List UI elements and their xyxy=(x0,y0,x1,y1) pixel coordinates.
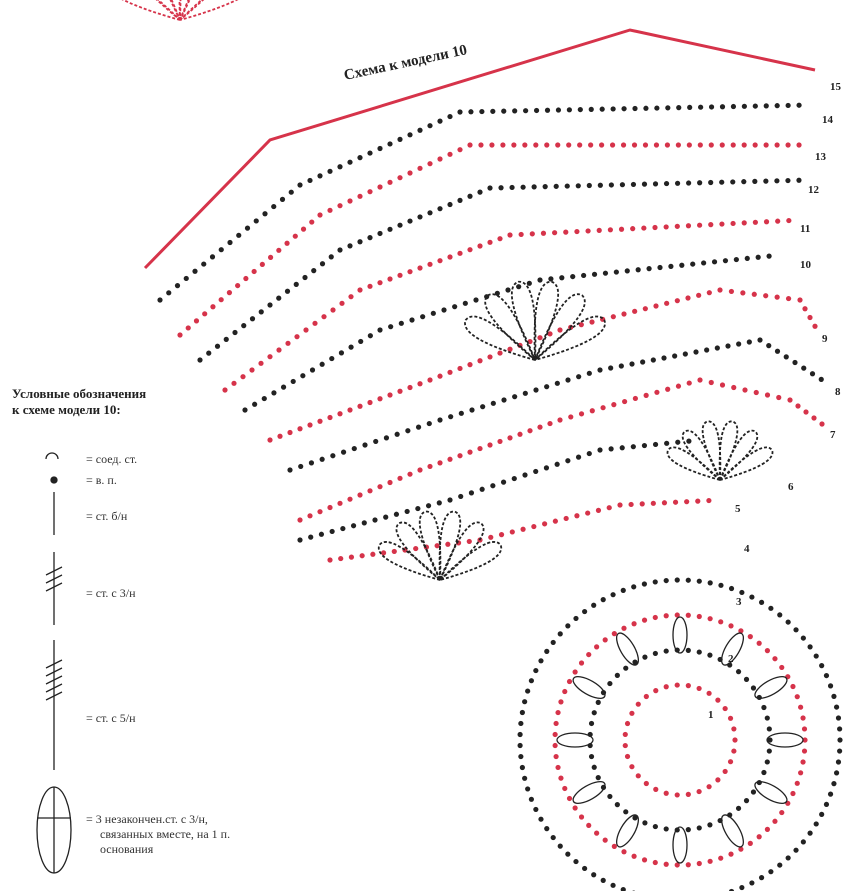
center-clusters xyxy=(557,617,803,863)
row-5-dots xyxy=(327,498,711,563)
chart-center xyxy=(517,577,842,891)
fan-top xyxy=(465,282,605,360)
row-label-6: 6 xyxy=(788,481,794,493)
fan-left xyxy=(379,511,501,580)
row-15-line xyxy=(145,30,815,268)
legend-symbols xyxy=(37,453,71,873)
row-label-9: 9 xyxy=(822,333,828,345)
slip-stitch-icon xyxy=(46,453,58,459)
fan-right xyxy=(668,421,773,480)
row-label-5: 5 xyxy=(735,503,741,515)
row-6-dots xyxy=(297,439,691,543)
row-label-4: 4 xyxy=(744,543,750,555)
row-label-12: 12 xyxy=(808,184,820,196)
legend-item-treble-3: = ст. с 3/н xyxy=(86,586,136,601)
row-8-dots xyxy=(287,337,823,472)
row-label-10: 10 xyxy=(800,259,812,271)
row-12-dots xyxy=(197,178,801,363)
row-label-13: 13 xyxy=(815,151,827,163)
treble-3-icon xyxy=(46,552,62,625)
row-label-15: 15 xyxy=(830,81,842,93)
center-ring-4 xyxy=(623,682,738,797)
legend-item-single-crochet: = ст. б/н xyxy=(86,509,127,524)
row-label-2: 2 xyxy=(728,653,734,665)
legend-item-cluster: = 3 незакончен.ст. с 3/н, связанных вмес… xyxy=(86,812,230,857)
cluster-icon xyxy=(37,787,71,873)
row-label-1: 1 xyxy=(708,709,714,721)
diagram-title: Схема к модели 10 xyxy=(343,42,469,84)
chain-dot-icon xyxy=(51,477,57,483)
row-label-3: 3 xyxy=(736,596,742,608)
row-11-dots xyxy=(222,218,791,393)
row-10-dots xyxy=(242,254,771,413)
row-label-14: 14 xyxy=(822,114,834,126)
row-label-8: 8 xyxy=(835,386,841,398)
row-label-7: 7 xyxy=(830,429,836,441)
fan-top-left xyxy=(101,0,258,20)
row-9-dots xyxy=(267,287,817,442)
legend-item-chain: = в. п. xyxy=(86,473,117,488)
legend-item-treble-5: = ст. с 5/н xyxy=(86,711,136,726)
chart-rows xyxy=(145,30,825,563)
row-label-11: 11 xyxy=(800,223,810,235)
chart-fans xyxy=(101,0,772,580)
row-7-dots xyxy=(297,377,824,522)
legend-title: Условные обозначения к схеме модели 10: xyxy=(12,386,242,418)
center-ring-3 xyxy=(588,647,773,832)
treble-5-icon xyxy=(46,640,62,770)
legend-item-slip-stitch: = соед. ст. xyxy=(86,452,137,467)
